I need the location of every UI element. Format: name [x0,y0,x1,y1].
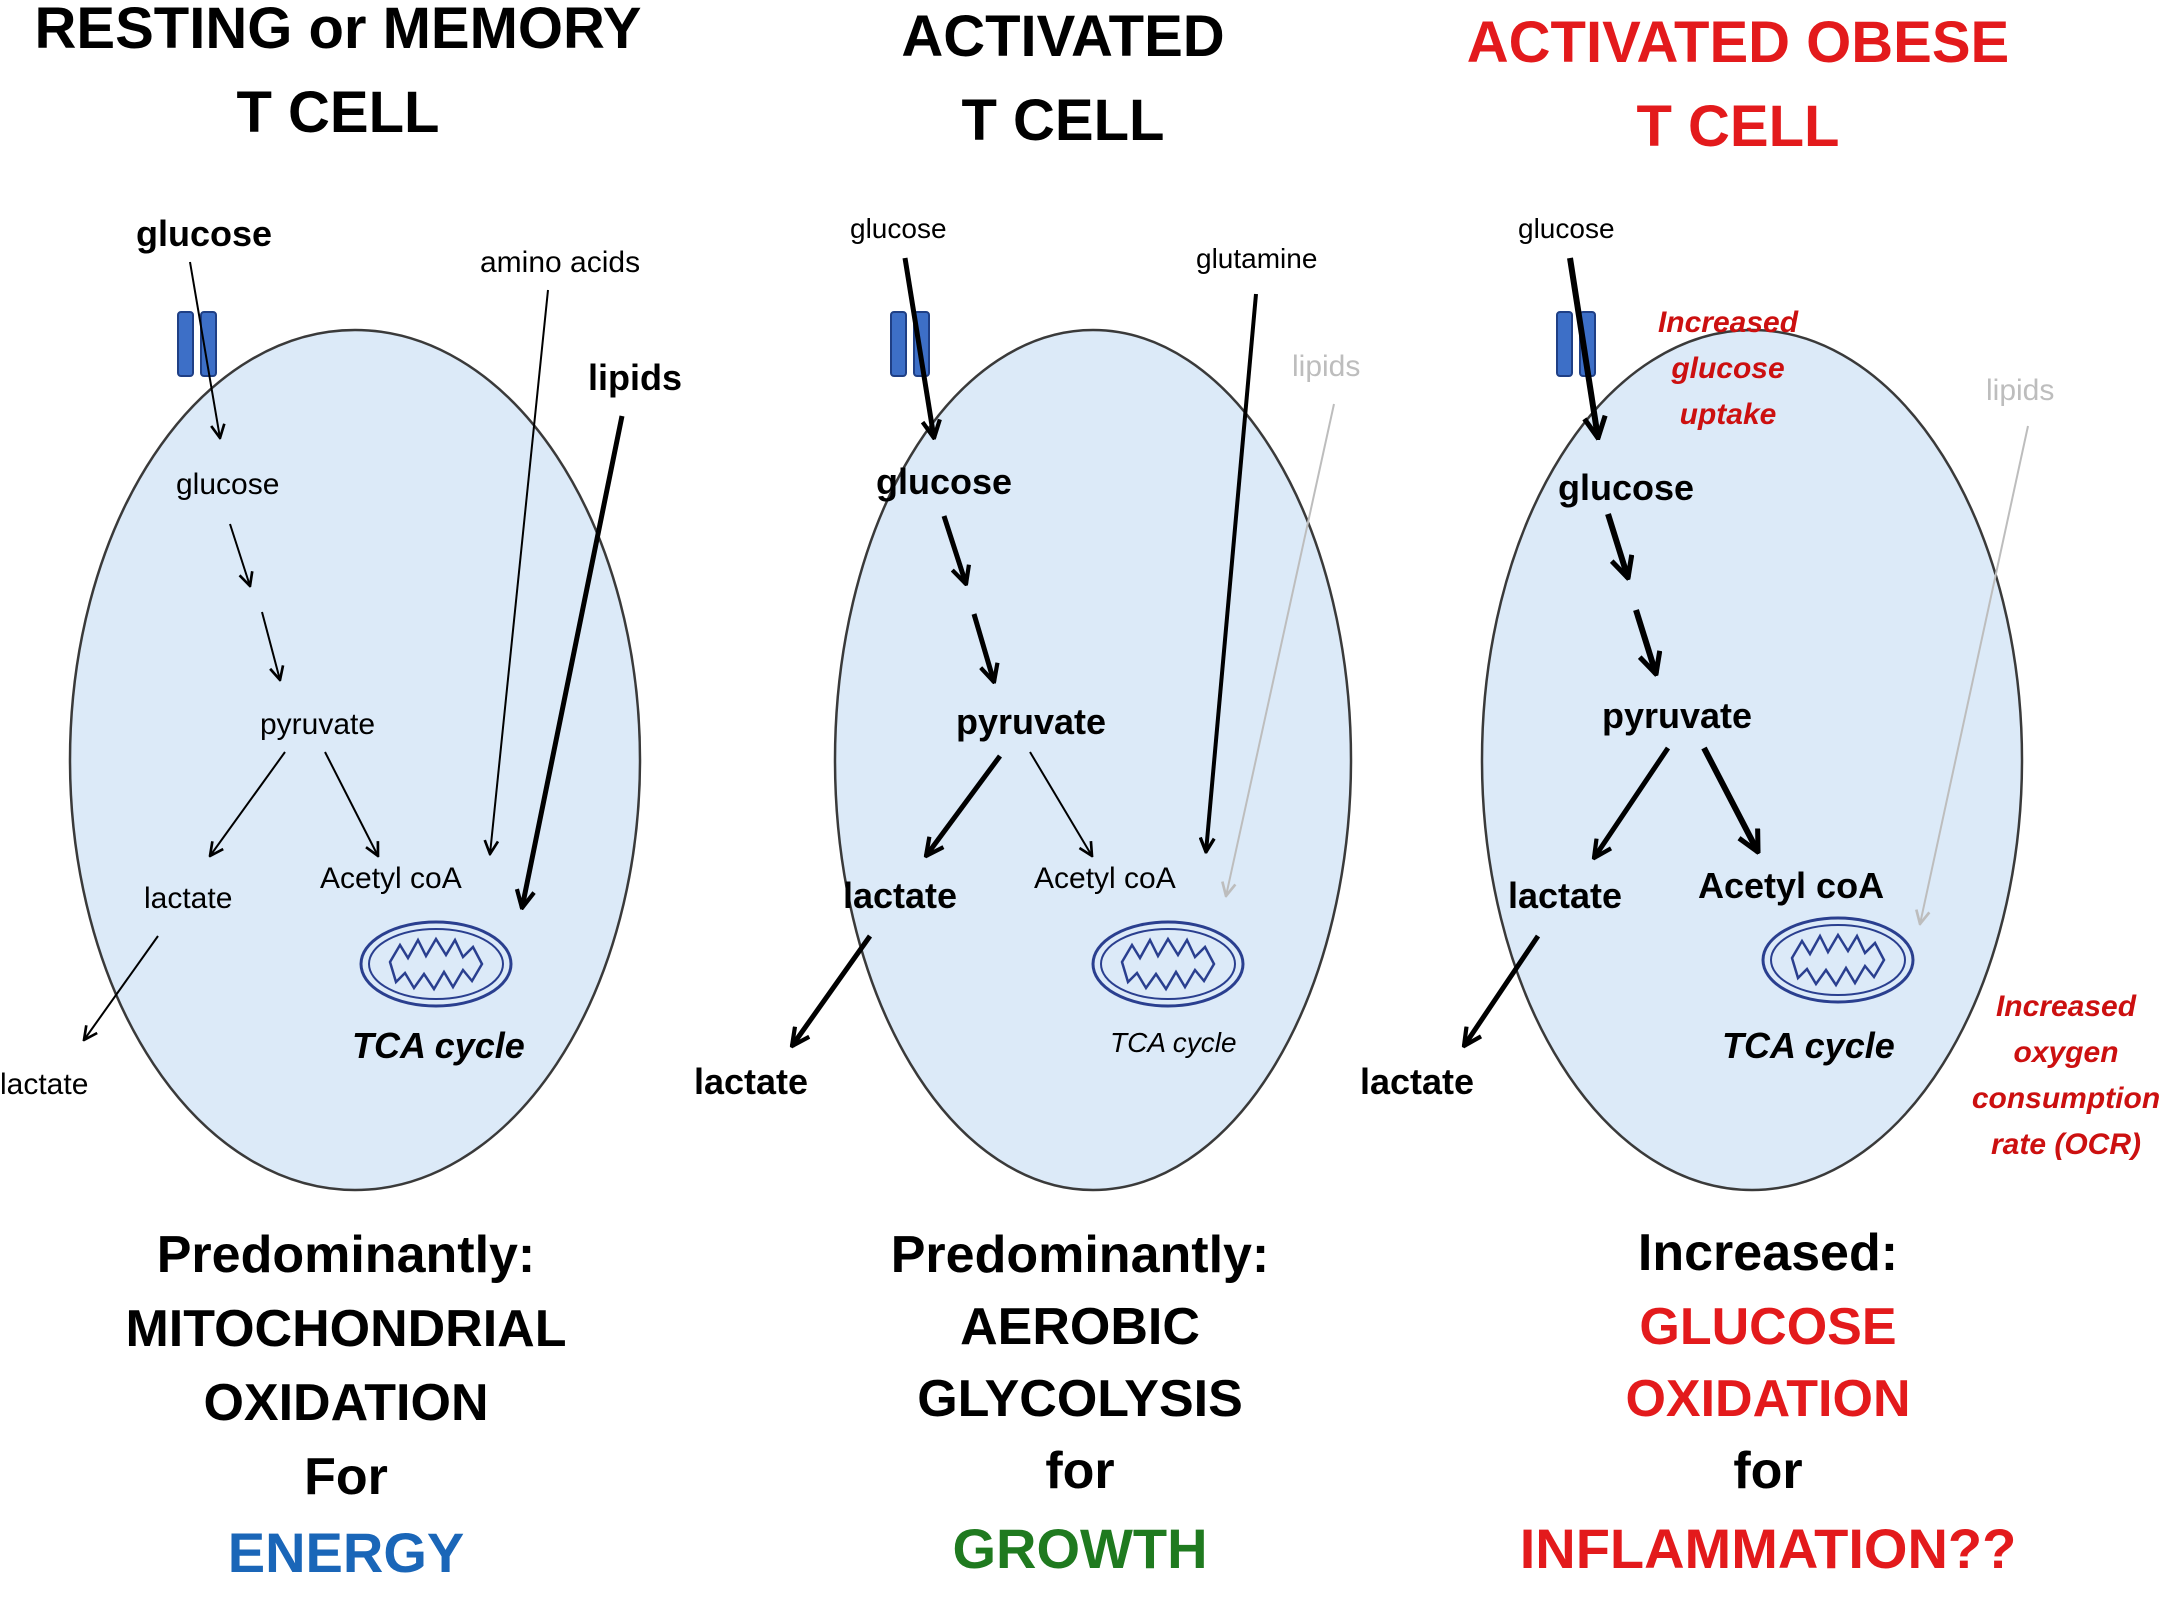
footer-highlight: GROWTH [952,1517,1207,1580]
glucose-transporter [1556,311,1596,377]
lactate-outside-label: lactate [694,1061,808,1102]
panel-title: RESTING or MEMORY [35,0,642,61]
lipids-label: lipids [588,357,682,398]
panel-title: ACTIVATED [901,4,1224,69]
ocr-note-line3: consumption [1972,1082,2160,1115]
glucose-transporter [177,311,217,377]
footer-line1: Predominantly: [157,1226,536,1284]
glucose-outside-label: glucose [1518,213,1615,244]
footer-line4: for [1733,1442,1802,1500]
panel-activated: ACTIVATED T CELL glucose glutamine lipid… [694,4,1360,1580]
lactate-outside-label: lactate [1360,1061,1474,1102]
ocr-note-line4: rate (OCR) [1991,1128,2141,1161]
acetyl-coa-label: Acetyl coA [1698,865,1884,906]
tca-cycle-label: TCA cycle [352,1025,525,1066]
footer-line3: GLYCOLYSIS [917,1370,1243,1428]
glucose-inside-label: glucose [176,468,279,501]
lactate-inside-label: lactate [144,882,232,915]
panel-title: ACTIVATED OBESE [1467,10,2009,75]
pyruvate-label: pyruvate [260,708,375,741]
footer-highlight: INFLAMMATION?? [1520,1517,2017,1580]
ocr-note-line2: oxygen [2013,1036,2118,1069]
amino-acids-label: amino acids [480,246,640,279]
pyruvate-label: pyruvate [956,701,1106,742]
lactate-inside-label: lactate [1508,875,1622,916]
cell-body [833,328,1353,1192]
glutamine-label: glutamine [1196,243,1317,274]
footer-line2: GLUCOSE [1639,1298,1896,1356]
ocr-note-line1: Increased [1996,990,2137,1023]
footer-line1: Predominantly: [891,1226,1270,1284]
lactate-outside-label: lactate [0,1068,88,1101]
panel-title-line2: T CELL [962,88,1165,153]
lipids-label: lipids [1986,374,2054,407]
lipids-label: lipids [1292,350,1360,383]
footer-line3: OXIDATION [1625,1370,1910,1428]
mitochondrion-icon [1091,920,1245,1008]
flux-arrows [84,261,625,1040]
panel-activated-obese: ACTIVATED OBESE T CELL glucose lipids In… [1360,10,2160,1580]
mitochondrion-icon [359,920,513,1008]
uptake-note-line1: Increased [1658,306,1799,339]
pyruvate-label: pyruvate [1602,695,1752,736]
footer-line4: For [304,1448,388,1506]
acetyl-coa-label: Acetyl coA [320,862,462,895]
glucose-inside-label: glucose [1558,467,1694,508]
footer-line1: Increased: [1638,1224,1898,1282]
glucose-outside-label: glucose [136,213,272,254]
footer-highlight: ENERGY [228,1521,465,1584]
footer-line2: AEROBIC [960,1298,1200,1356]
flux-arrows [792,257,1335,1046]
tca-cycle-label: TCA cycle [1110,1027,1237,1058]
footer-line3: OXIDATION [203,1374,488,1432]
footer-line4: for [1045,1442,1114,1500]
panel-title-line2: T CELL [1637,94,1840,159]
flux-arrows [1464,257,2029,1046]
footer-line2: MITOCHONDRIAL [125,1300,566,1358]
panel-title-line2: T CELL [237,80,440,145]
glucose-inside-label: glucose [876,461,1012,502]
tca-cycle-label: TCA cycle [1722,1025,1895,1066]
uptake-note-line2: glucose [1670,352,1784,385]
uptake-note-line3: uptake [1680,398,1777,431]
glucose-outside-label: glucose [850,213,947,244]
acetyl-coa-label: Acetyl coA [1034,862,1176,895]
mitochondrion-icon [1761,916,1915,1004]
panel-resting: RESTING or MEMORY T CELL glucose amino a… [0,0,682,1584]
lactate-inside-label: lactate [843,875,957,916]
cell-body [68,328,642,1192]
